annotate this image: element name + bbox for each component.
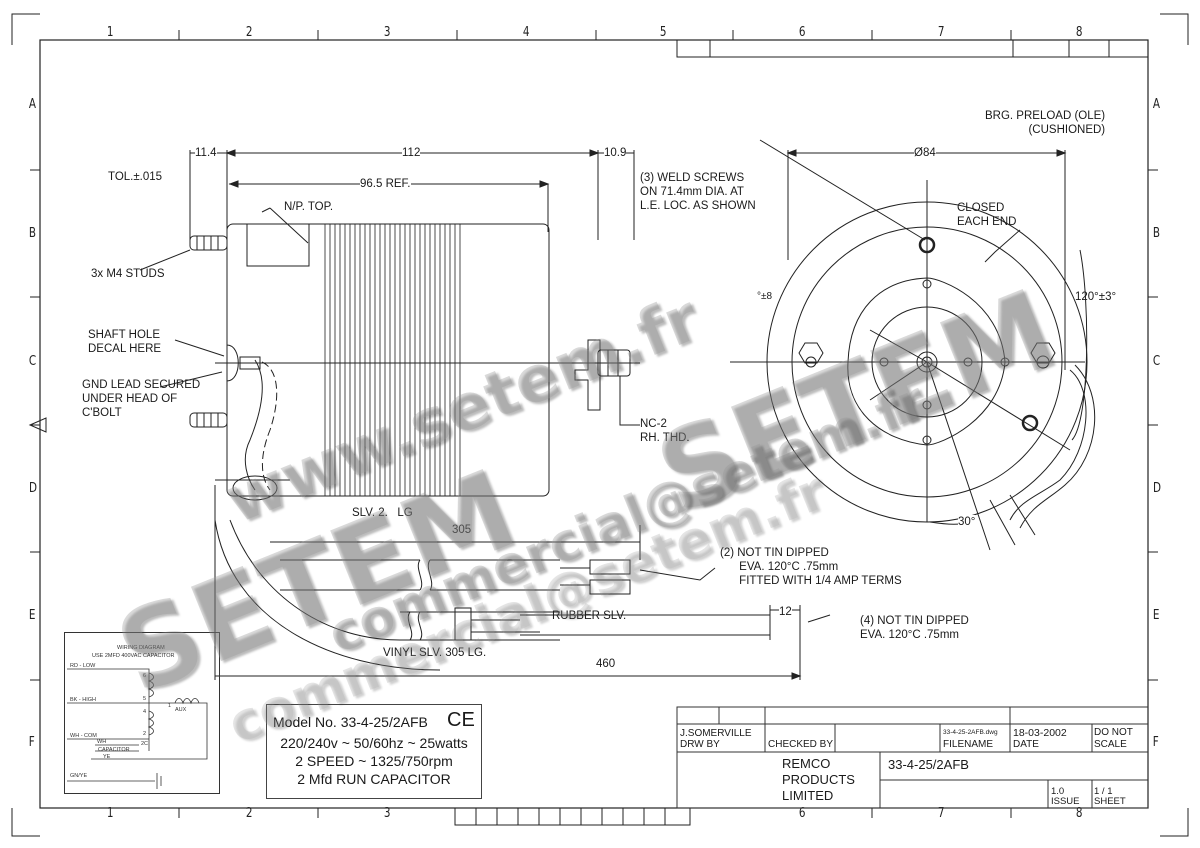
sheet-label: SHEET — [1094, 796, 1126, 807]
capacitor-label: CAPACITOR — [98, 747, 130, 753]
zone-col-7: 7 — [937, 25, 945, 40]
date-value: 18-03-2002 — [1013, 727, 1067, 739]
sheet-value: 1 / 1 — [1094, 786, 1113, 797]
zone-col-1-bottom: 1 — [106, 806, 114, 821]
zone-row-d-right: D — [1153, 481, 1162, 496]
dim-angle-30: 30° — [958, 515, 976, 529]
nameplate-speed: 2 SPEED ~ 1325/750rpm — [295, 753, 453, 769]
issue-label: ISSUE — [1051, 796, 1080, 807]
zone-col-7-bottom: 7 — [937, 806, 945, 821]
note-4-leads: (4) NOT TIN DIPPED EVA. 120°C .75mm — [860, 615, 969, 641]
dim-body-ref: 96.5 REF. — [360, 177, 411, 191]
motor-nameplate: Model No. 33-4-25/2AFB CE 220/240v ~ 50/… — [266, 704, 482, 799]
note-vinyl-sleeve: VINYL SLV. 305 LG. — [383, 647, 487, 659]
wiring-schematic-lines — [67, 668, 208, 789]
filename-value: 33-4-25-2AFB.dwg — [943, 729, 998, 736]
wiring-diagram: WIRING DIAGRAM USE 2MFD 400VAC CAPACITOR… — [64, 632, 220, 794]
note-slv-2: SLV. 2. LG — [352, 507, 413, 519]
note-weld-screws: (3) WELD SCREWS ON 71.4mm DIA. AT L.E. L… — [640, 172, 756, 212]
checked-by-label: CHECKED BY — [768, 739, 834, 750]
zone-row-b: B — [28, 226, 37, 241]
zone-col-5: 5 — [659, 25, 667, 40]
note-rubber-sleeve: RUBBER SLV. — [552, 610, 627, 622]
pin-1: 1 — [168, 703, 172, 709]
issue-value: 1.0 — [1051, 786, 1065, 797]
zone-col-4: 4 — [522, 25, 530, 40]
zone-row-a-right: A — [1152, 97, 1161, 112]
zone-col-2: 2 — [245, 25, 253, 40]
note-studs: 3x M4 STUDS — [91, 268, 165, 280]
drawn-by-label: DRW BY — [680, 739, 720, 750]
zone-row-c: C — [28, 354, 37, 369]
dim-overall-length: 112 — [402, 146, 421, 160]
dim-lead-305: 305 — [452, 524, 472, 536]
wiring-subtitle: USE 2MFD 400VAC CAPACITOR — [92, 653, 175, 659]
scale-value: DO NOT — [1094, 727, 1133, 738]
zone-col-2-bottom: 2 — [245, 806, 253, 821]
zone-col-3: 3 — [383, 25, 391, 40]
nameplate-model: Model No. 33-4-25/2AFB — [273, 714, 428, 730]
pin-2: 2 — [143, 731, 147, 737]
note-gnd-lead: GND LEAD SECURED UNDER HEAD OF C'BOLT — [82, 379, 201, 419]
filename-label: FILENAME — [943, 739, 994, 750]
scale-label: SCALE — [1094, 739, 1127, 750]
drawn-by-value: J.SOMERVILLE — [680, 728, 752, 739]
note-tolerance: TOL.±.015 — [108, 171, 163, 183]
part-number: 33-4-25/2AFB — [888, 757, 969, 772]
wire-gnye: GN/YE — [70, 773, 88, 779]
zone-row-b-right: B — [1152, 226, 1161, 241]
pin-5: 5 — [143, 696, 147, 702]
zone-row-e-right: E — [1152, 608, 1160, 623]
aux-winding-label: AUX — [175, 707, 187, 713]
zone-col-8: 8 — [1075, 25, 1083, 40]
company-name: REMCO PRODUCTS LIMITED — [782, 756, 855, 803]
wire-rd-low: RD - LOW — [70, 663, 96, 669]
nameplate-capacitor: 2 Mfd RUN CAPACITOR — [297, 771, 451, 787]
note-closed-each-end: CLOSED EACH END — [957, 202, 1017, 228]
wire-bk-high: BK - HIGH — [70, 697, 96, 703]
dim-angle-120: 120°±3° — [1075, 291, 1117, 303]
wiring-title: WIRING DIAGRAM — [117, 645, 165, 651]
note-np-top: N/P. TOP. — [284, 201, 334, 213]
dim-bracket-length: 10.9 — [604, 146, 627, 160]
dim-stud-length: 11.4 — [195, 146, 217, 160]
nameplate-power: 220/240v ~ 50/60hz ~ 25watts — [280, 735, 468, 751]
wire-ye: YE — [103, 754, 111, 760]
dim-diameter: Ø84 — [914, 146, 936, 160]
zone-col-1: 1 — [106, 25, 114, 40]
note-brg-preload: BRG. PRELOAD (OLE) (CUSHIONED) — [985, 110, 1106, 136]
ce-mark-icon: CE — [447, 709, 475, 731]
zone-col-6: 6 — [798, 25, 806, 40]
zone-row-e: E — [28, 608, 36, 623]
zone-row-f-right: F — [1152, 735, 1159, 750]
dim-lead-460: 460 — [596, 658, 616, 670]
wire-wh-com: WH - COM — [70, 733, 97, 739]
note-2-leads: (2) NOT TIN DIPPED EVA. 120°C .75mm FITT… — [720, 547, 902, 587]
note-thread: NC-2 RH. THD. — [640, 418, 690, 444]
zone-row-d: D — [29, 481, 38, 496]
zone-col-3-bottom: 3 — [383, 806, 391, 821]
zone-row-a: A — [28, 97, 37, 112]
pin-4: 4 — [143, 709, 147, 715]
zone-row-c-right: C — [1152, 354, 1161, 369]
wire-wh: WH — [97, 739, 107, 745]
note-shaft-hole: SHAFT HOLE DECAL HERE — [88, 329, 162, 355]
zone-row-f: F — [28, 735, 35, 750]
pin-2c: 2C — [141, 741, 149, 747]
dim-strip-12: 12 — [779, 605, 792, 619]
pin-6: 6 — [143, 673, 147, 679]
dim-angle-small: °±8 — [757, 291, 773, 302]
zone-col-6-bottom: 6 — [798, 806, 806, 821]
date-label: DATE — [1013, 739, 1039, 750]
zone-col-8-bottom: 8 — [1075, 806, 1083, 821]
